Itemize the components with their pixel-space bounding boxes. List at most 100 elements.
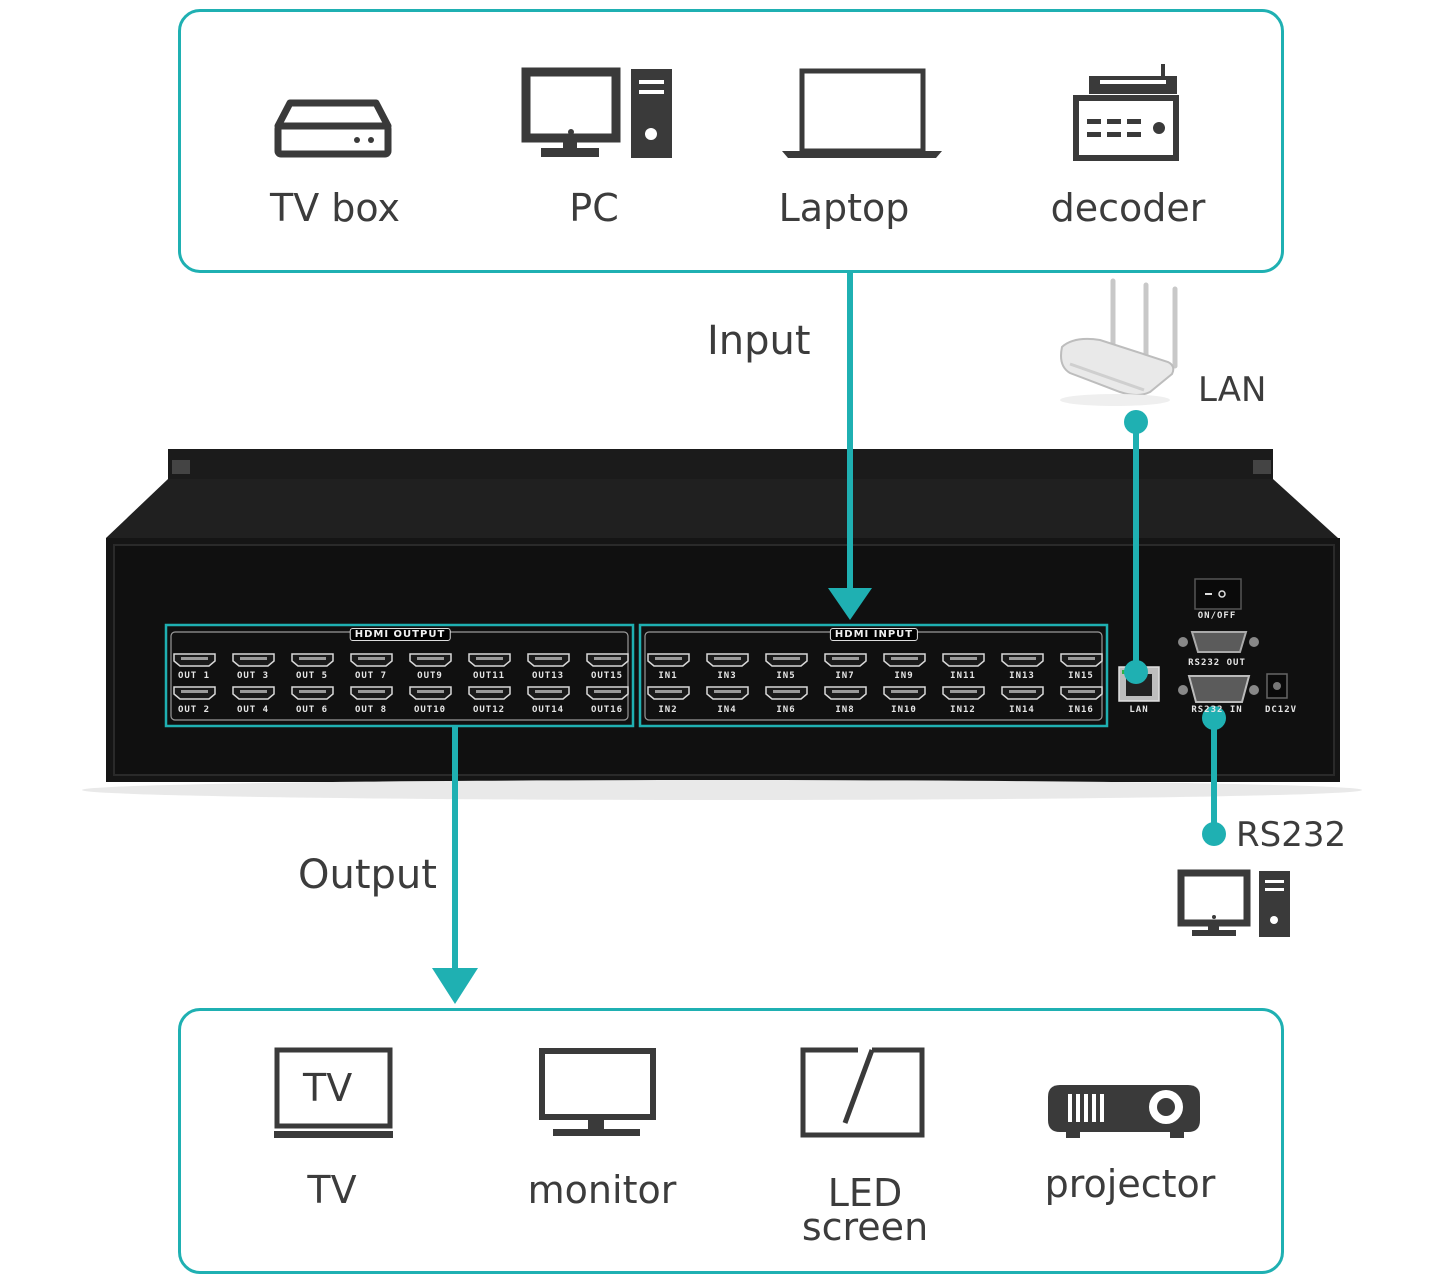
hdmi-output-port-label: OUT 2 <box>177 705 211 715</box>
power-switch[interactable] <box>1194 578 1242 610</box>
hdmi-input-port-label: IN16 <box>1068 705 1094 715</box>
hdmi-output-port[interactable] <box>527 686 570 700</box>
hdmi-input-port[interactable] <box>765 686 808 700</box>
hdmi-input-port[interactable] <box>706 686 749 700</box>
hdmi-output-port[interactable] <box>232 653 275 667</box>
hdmi-output-port[interactable] <box>173 653 216 667</box>
rs232-out-port[interactable] <box>1178 631 1259 653</box>
hdmi-output-port[interactable] <box>527 653 570 667</box>
hdmi-output-port-label: OUT 1 <box>177 671 211 681</box>
hdmi-input-port-label: IN8 <box>835 705 855 715</box>
output-connector <box>432 726 478 1004</box>
hdmi-output-port-label: OUT10 <box>413 705 447 715</box>
hdmi-input-port-label: IN14 <box>1009 705 1035 715</box>
hdmi-input-port[interactable] <box>647 686 690 700</box>
hdmi-input-group <box>638 623 1109 728</box>
output-label: Output <box>298 852 437 898</box>
hdmi-output-port[interactable] <box>173 686 216 700</box>
hdmi-output-port[interactable] <box>291 653 334 667</box>
hdmi-input-port[interactable] <box>824 686 867 700</box>
hdmi-output-port[interactable] <box>291 686 334 700</box>
hdmi-output-port-label: OUT14 <box>531 705 565 715</box>
tv-box-icon <box>274 99 392 158</box>
hdmi-output-port[interactable] <box>586 686 629 700</box>
hdmi-output-port-label: OUT 3 <box>236 671 270 681</box>
hdmi-input-port-label: IN15 <box>1068 671 1094 681</box>
rs232-pc-icon <box>1177 869 1290 937</box>
hdmi-input-port-label: IN9 <box>894 671 914 681</box>
hdmi-output-group <box>164 623 635 728</box>
hdmi-output-port-label: OUT16 <box>590 705 624 715</box>
hdmi-input-port-label: IN3 <box>717 671 737 681</box>
hdmi-output-port-label: OUT 8 <box>354 705 388 715</box>
decoder-icon <box>1073 64 1179 161</box>
router-icon <box>1060 278 1178 406</box>
monitor-icon <box>539 1048 656 1136</box>
hdmi-input-port[interactable] <box>1001 686 1044 700</box>
dc-power-jack[interactable] <box>1266 673 1288 699</box>
hdmi-input-port-label: IN7 <box>835 671 855 681</box>
rs232-in-port[interactable] <box>1178 675 1259 703</box>
input-connector <box>828 270 872 620</box>
hdmi-output-port[interactable] <box>409 686 452 700</box>
hdmi-input-port[interactable] <box>647 653 690 667</box>
hdmi-input-port[interactable] <box>942 686 985 700</box>
laptop-icon <box>782 68 942 158</box>
hdmi-input-port-label: IN2 <box>658 705 678 715</box>
rs232-connector <box>1202 706 1226 846</box>
hdmi-output-port-label: OUT9 <box>417 671 443 681</box>
lan-port-label: LAN <box>1129 705 1149 715</box>
hdmi-output-port-label: OUT 6 <box>295 705 329 715</box>
hdmi-output-port-label: OUT 5 <box>295 671 329 681</box>
hdmi-input-port[interactable] <box>942 653 985 667</box>
hdmi-input-port[interactable] <box>1060 686 1103 700</box>
hdmi-output-port[interactable] <box>350 653 393 667</box>
hdmi-input-port[interactable] <box>883 653 926 667</box>
display-label-projector: projector <box>1044 1162 1216 1206</box>
hdmi-output-port[interactable] <box>232 686 275 700</box>
hdmi-input-port[interactable] <box>1060 653 1103 667</box>
hdmi-output-port[interactable] <box>468 686 511 700</box>
source-label-pc: PC <box>569 186 619 230</box>
hdmi-input-port[interactable] <box>706 653 749 667</box>
hdmi-output-title: HDMI OUTPUT <box>349 628 451 641</box>
sources-panel <box>178 9 1284 273</box>
hdmi-input-port-label: IN6 <box>776 705 796 715</box>
source-label-tv-box: TV box <box>270 186 400 230</box>
pc-icon <box>521 67 672 158</box>
input-label: Input <box>707 318 811 364</box>
power-switch-label: ON/OFF <box>1197 611 1237 621</box>
rs232-in-label: RS232 IN <box>1191 705 1243 715</box>
tv-icon-text: TV <box>303 1066 353 1110</box>
hdmi-input-port-label: IN12 <box>950 705 976 715</box>
hdmi-output-port-label: OUT12 <box>472 705 506 715</box>
hdmi-output-port-label: OUT11 <box>472 671 506 681</box>
hdmi-input-port[interactable] <box>1001 653 1044 667</box>
display-label-led-screen: LED screen <box>801 1171 929 1249</box>
hdmi-input-port[interactable] <box>883 686 926 700</box>
hdmi-input-title: HDMI INPUT <box>829 628 919 641</box>
lan-label: LAN <box>1198 370 1267 410</box>
rs232-label: RS232 <box>1236 815 1347 855</box>
hdmi-output-port[interactable] <box>409 653 452 667</box>
hdmi-output-port[interactable] <box>350 686 393 700</box>
projector-icon <box>1048 1085 1200 1138</box>
dc-power-label: DC12V <box>1264 705 1298 715</box>
hdmi-input-port-label: IN11 <box>950 671 976 681</box>
hdmi-input-port[interactable] <box>824 653 867 667</box>
hdmi-output-port-label: OUT 7 <box>354 671 388 681</box>
lan-connector <box>1124 410 1148 684</box>
hdmi-input-port-label: IN1 <box>658 671 678 681</box>
display-label-monitor: monitor <box>527 1168 677 1212</box>
hdmi-input-port-label: IN10 <box>891 705 917 715</box>
source-label-laptop: Laptop <box>778 186 910 230</box>
hdmi-output-port-label: OUT13 <box>531 671 565 681</box>
led-screen-icon <box>800 1047 925 1138</box>
hdmi-input-port[interactable] <box>765 653 808 667</box>
source-label-decoder: decoder <box>1050 186 1206 230</box>
display-label-tv: TV <box>307 1168 357 1212</box>
tv-icon <box>274 1047 393 1138</box>
hdmi-output-port[interactable] <box>586 653 629 667</box>
hdmi-output-port[interactable] <box>468 653 511 667</box>
